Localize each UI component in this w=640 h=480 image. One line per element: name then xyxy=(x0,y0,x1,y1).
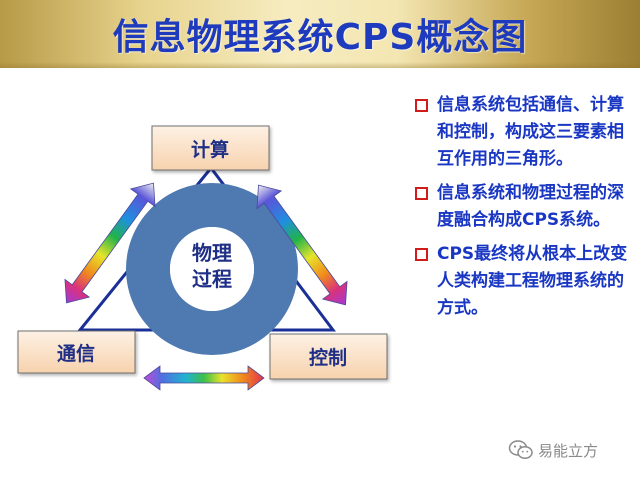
core-ring xyxy=(126,183,298,355)
bullet-item: 信息系统包括通信、计算和控制，构成这三要素相互作用的三角形。 xyxy=(413,92,633,173)
arrow-compute-control xyxy=(256,184,348,306)
page-title: 信息物理系统CPS概念图 xyxy=(112,17,528,58)
node-control: 控制 xyxy=(269,333,388,380)
watermark: 易能立方 xyxy=(508,438,598,462)
arrow-compute-communication xyxy=(64,182,156,304)
watermark-text: 易能立方 xyxy=(538,441,599,460)
title-banner: 信息物理系统CPS概念图 xyxy=(0,0,640,68)
node-communication: 通信 xyxy=(17,330,136,374)
node-communication-label: 通信 xyxy=(57,342,95,365)
cps-concept-diagram: 物理 过程 计算 通信 控制 xyxy=(17,125,388,391)
bullet-marker-icon xyxy=(415,187,428,200)
bullet-text: CPS最终将从根本上改变人类构建工程物理系统的方式。 xyxy=(437,244,628,318)
core-center xyxy=(170,227,254,311)
bullet-list: 信息系统包括通信、计算和控制，构成这三要素相互作用的三角形。 信息系统和物理过程… xyxy=(413,92,633,329)
core-label-line2: 过程 xyxy=(192,267,232,291)
node-compute: 计算 xyxy=(151,125,270,171)
core-label-line1: 物理 xyxy=(192,241,232,265)
bullet-text: 信息系统和物理过程的深度融合构成CPS系统。 xyxy=(437,183,624,230)
bullet-marker-icon xyxy=(415,248,428,261)
bullet-marker-icon xyxy=(415,99,428,112)
bullet-item: 信息系统和物理过程的深度融合构成CPS系统。 xyxy=(413,180,633,234)
node-control-label: 控制 xyxy=(309,346,347,369)
node-compute-label: 计算 xyxy=(191,138,229,161)
wechat-icon xyxy=(508,439,534,461)
bullet-text: 信息系统包括通信、计算和控制，构成这三要素相互作用的三角形。 xyxy=(437,95,624,169)
arrow-communication-control xyxy=(143,365,265,391)
bullet-item: CPS最终将从根本上改变人类构建工程物理系统的方式。 xyxy=(413,241,633,322)
